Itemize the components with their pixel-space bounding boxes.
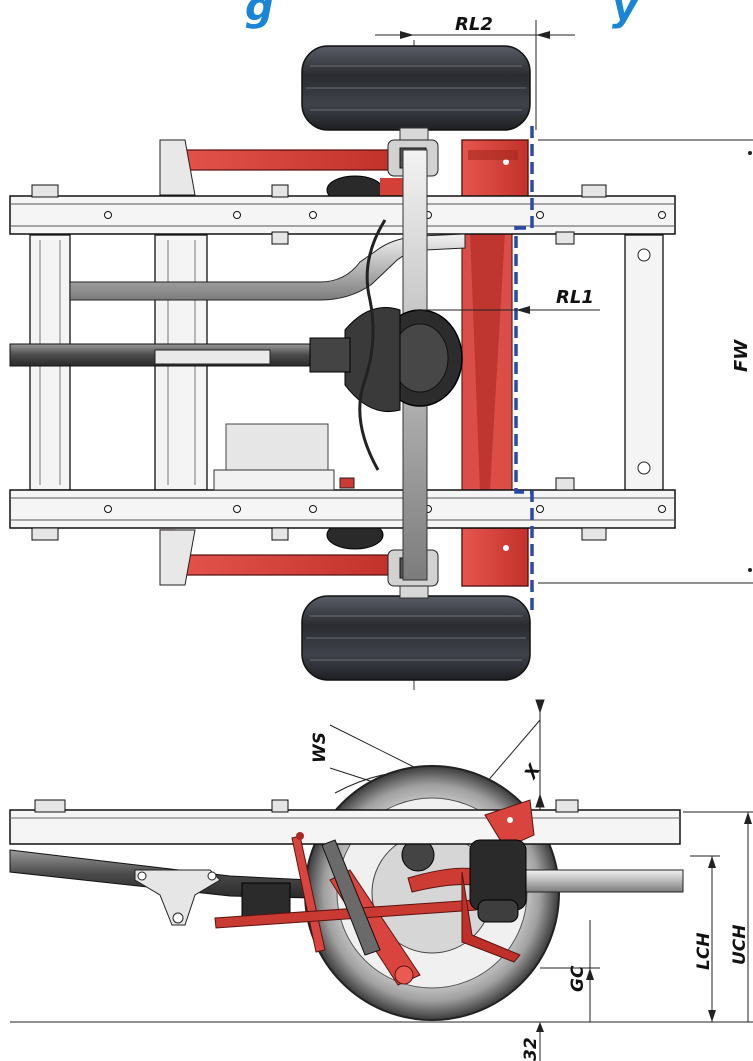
title-fragment-2: y <box>612 0 640 30</box>
title-fragment: g <box>245 0 274 30</box>
gc-label: GC <box>568 965 588 992</box>
value-32-label: 32 <box>521 1037 541 1061</box>
lch-dimension <box>690 855 720 1022</box>
lower-tire <box>301 595 531 681</box>
fw-label: FW <box>731 339 752 372</box>
gc-dimension <box>540 920 600 1022</box>
top-view: RL2 RL1 FW <box>9 14 753 690</box>
rl2-dimension <box>375 20 575 130</box>
side-top-bracket <box>484 799 535 849</box>
dim-32 <box>536 1022 544 1061</box>
x-label: X <box>521 760 546 783</box>
ws-label: WS <box>310 732 330 763</box>
side-frame-rail <box>9 809 681 845</box>
fw-dimension <box>538 139 753 584</box>
upper-tire <box>301 45 531 131</box>
rl1-dimension <box>414 306 600 314</box>
frame-rails <box>9 184 676 541</box>
spring-brackets <box>326 139 529 587</box>
exhaust-tubes <box>9 149 466 581</box>
rl2-label: RL2 <box>455 14 493 35</box>
side-view: WS X <box>9 699 753 1061</box>
uch-label: UCH <box>730 924 750 965</box>
uch-dimension <box>683 811 753 1022</box>
lch-label: LCH <box>694 932 714 970</box>
rl1-label: RL1 <box>556 287 594 308</box>
envelope-dashed-line <box>514 126 534 610</box>
